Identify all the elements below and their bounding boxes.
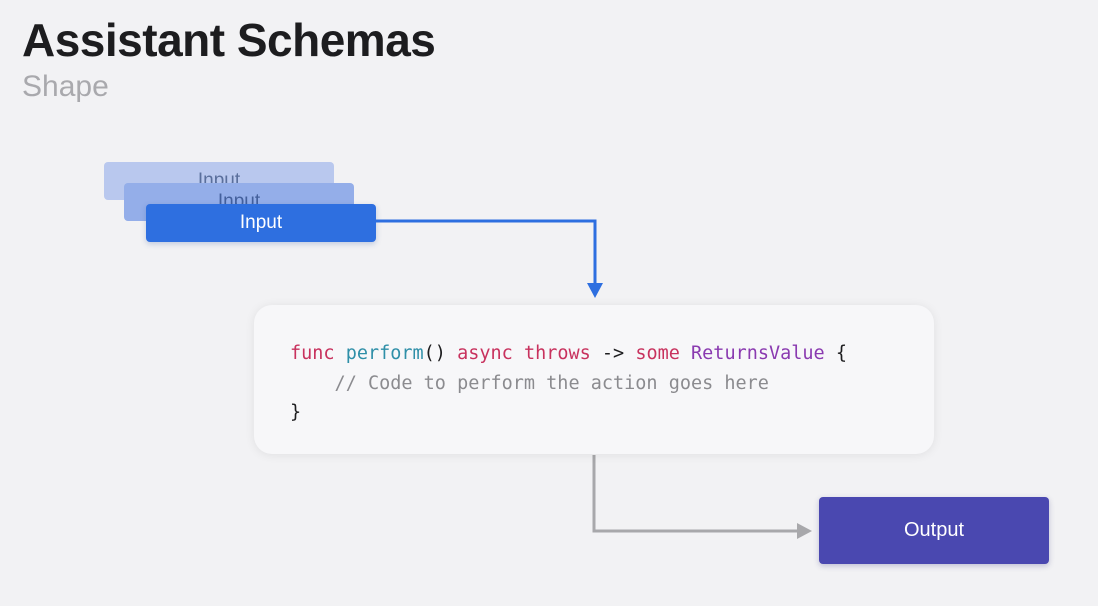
code-type-name: ReturnsValue [691,343,825,364]
code-card: func perform() async throws -> some Retu… [254,305,934,454]
code-function-name: perform [345,343,424,364]
code-brace-open: { [835,343,847,364]
input-card-front: Input [146,204,376,242]
output-card: Output [819,497,1049,564]
code-line-close: } [290,402,302,423]
code-parens: () [423,343,446,364]
input-connector-arrowhead-icon [587,283,603,298]
code-arrow: -> [601,343,625,364]
code-keyword-throws: throws [523,343,591,364]
input-connector-line [376,219,597,286]
code-keyword-func: func [290,343,335,364]
code-to-output-connector [592,455,812,539]
page-subtitle: Shape [22,70,109,103]
page-title: Assistant Schemas [22,14,436,66]
code-keyword-some: some [635,343,680,364]
input-to-code-connector [376,219,603,298]
code-line-comment: // Code to perform the action goes here [290,372,769,394]
output-connector-line [592,455,798,533]
code-keyword-async: async [457,343,513,364]
code-line-signature: func perform() async throws -> some Retu… [290,339,934,369]
output-connector-arrowhead-icon [797,523,812,539]
